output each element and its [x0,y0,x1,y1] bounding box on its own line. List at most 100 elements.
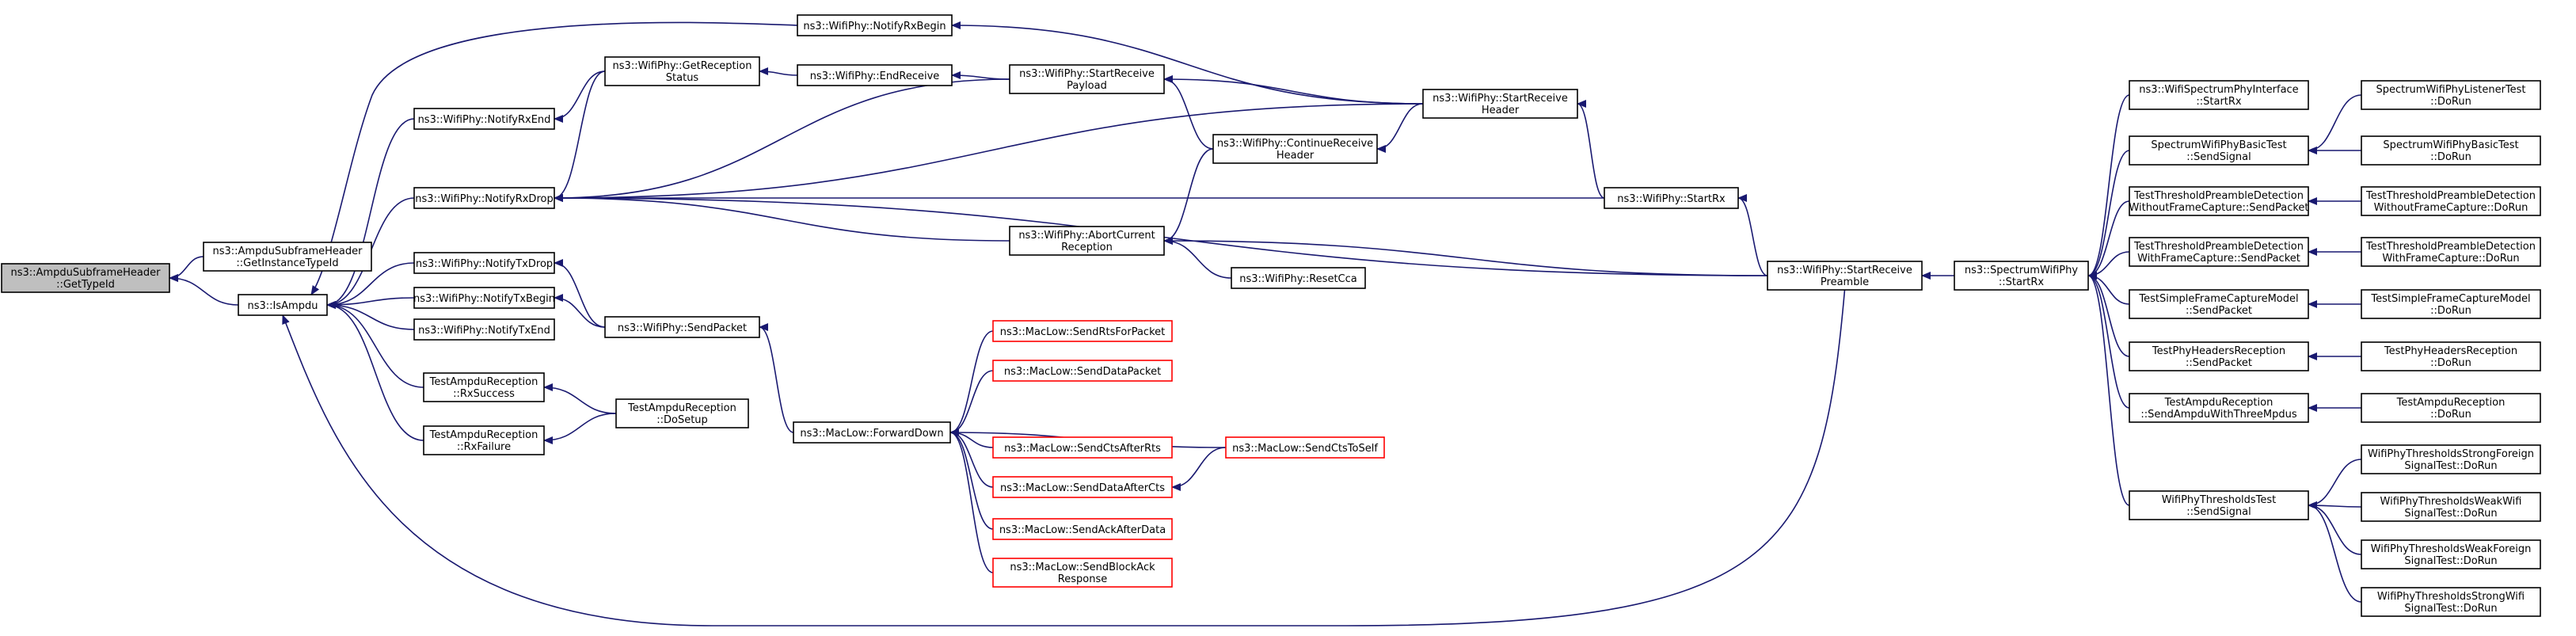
graph-node[interactable]: ns3::WifiPhy::EndReceive [797,64,953,86]
node-box [1422,89,1578,119]
graph-node[interactable]: ns3::WifiPhy::NotifyTxEnd [413,318,555,341]
node-label: TestAmpduReception [627,402,736,414]
graph-node[interactable]: ns3::IsAmpdu [238,294,328,316]
graph-node[interactable]: ns3::MacLow::SendDataPacket [992,360,1173,382]
node-box [2361,80,2541,110]
node-label: ::DoRun [2430,357,2471,369]
graph-node[interactable]: ns3::MacLow::SendCtsToSelf [1225,436,1385,459]
edge-n15-to-n14 [1376,103,1424,153]
graph-node[interactable]: WifiPhyThresholdsTest::SendSignal [2129,490,2309,520]
graph-node[interactable]: ns3::MacLow::SendAckAfterData [992,518,1173,540]
graph-node[interactable]: ns3::WifiPhy::NotifyTxDrop [413,252,555,274]
node-label: ns3::WifiPhy::NotifyRxEnd [418,114,551,126]
node-box [1954,261,2089,291]
edge-n28-to-n22 [949,428,994,530]
graph-node[interactable]: TestPhyHeadersReception::SendPacket [2129,341,2309,371]
graph-node[interactable]: TestAmpduReception::RxFailure [423,425,545,455]
graph-node[interactable]: TestThresholdPreambleDetectionWithoutFra… [2129,186,2309,216]
graph-node[interactable]: SpectrumWifiPhyBasicTest::SendSignal [2129,135,2309,166]
graph-node[interactable]: TestSimpleFrameCaptureModel::SendPacket [2129,289,2309,319]
node-label: ns3::MacLow::ForwardDown [800,428,943,440]
graph-node[interactable]: ns3::WifiSpectrumPhyInterface::StartRx [2129,80,2309,110]
graph-node[interactable]: TestAmpduReception::SendAmpduWithThreeMp… [2129,393,2309,423]
node-label: ns3::MacLow::SendAckAfterData [999,524,1166,536]
node-box [413,287,555,309]
node-box [1009,226,1165,256]
graph-node[interactable]: ns3::MacLow::ForwardDown [793,421,951,444]
node-label: ns3::WifiPhy::ResetCca [1239,273,1357,285]
graph-node[interactable]: ns3::WifiPhy::NotifyTxBegin [413,287,555,309]
graph-node[interactable]: ns3::MacLow::SendDataAfterCts [992,476,1173,498]
node-label: SignalTest::DoRun [2404,460,2497,472]
graph-node[interactable]: TestThresholdPreambleDetectionWithFrameC… [2129,237,2309,267]
graph-node[interactable]: ns3::AmpduSubframeHeader::GetInstanceTyp… [203,242,372,272]
node-label: TestAmpduReception [2396,397,2506,409]
node-label: ns3::AmpduSubframeHeader [11,267,162,279]
edge-n20-to-n5 [554,259,606,328]
edge-n13-to-n12 [951,71,1010,80]
node-box [1,263,170,293]
node-label: ns3::WifiPhy::AbortCurrent [1018,230,1155,242]
node-label: ns3::WifiPhy::SendPacket [618,322,747,334]
edge-n12-to-n10 [759,67,798,76]
node-label: ns3::WifiPhy::StartReceive [1433,93,1568,105]
node-box [2361,444,2541,474]
node-label: SpectrumWifiPhyListenerTest [2376,84,2525,96]
graph-node[interactable]: TestThresholdPreambleDetectionWithoutFra… [2361,186,2541,216]
node-label: TestSimpleFrameCaptureModel [2138,293,2298,305]
node-label: ::StartRx [1999,276,2045,288]
node-box [615,398,749,428]
node-box [2361,186,2541,216]
edge-n10-to-n3 [554,70,606,123]
graph-node[interactable]: TestThresholdPreambleDetectionWithFrameC… [2361,237,2541,267]
graph-node[interactable]: TestAmpduReception::DoSetup [615,398,749,428]
node-label: Status [666,72,699,84]
graph-node[interactable]: ns3::WifiPhy::SendPacket [604,316,760,338]
graph-node[interactable]: ns3::SpectrumWifiPhy::StartRx [1954,261,2089,291]
graph-node[interactable]: TestAmpduReception::DoRun [2361,393,2541,423]
graph-node[interactable]: WifiPhyThresholdsWeakWifiSignalTest::DoR… [2361,492,2541,522]
graph-node[interactable]: ns3::MacLow::SendCtsAfterRts [992,436,1173,459]
graph-node[interactable]: ns3::MacLow::SendRtsForPacket [992,320,1173,342]
node-label: ::DoRun [2430,96,2471,108]
node-box [2129,289,2309,319]
node-label: ::SendSignal [2186,151,2251,163]
node-label: TestAmpduReception [429,429,538,441]
node-box [2361,587,2541,617]
graph-node[interactable]: TestPhyHeadersReception::DoRun [2361,341,2541,371]
graph-node[interactable]: TestAmpduReception::RxSuccess [423,372,545,402]
graph-node[interactable]: ns3::WifiPhy::NotifyRxDrop [413,187,555,209]
node-label: Reception [1061,242,1113,253]
node-box [203,242,372,272]
node-label: ns3::WifiPhy::ContinueReceive [1217,138,1373,150]
node-box [2129,135,2309,166]
graph-node[interactable]: SpectrumWifiPhyListenerTest::DoRun [2361,80,2541,110]
node-label: TestPhyHeadersReception [2384,345,2517,357]
node-box [2361,393,2541,423]
node-label: ns3::SpectrumWifiPhy [1965,265,2078,276]
edge-n7-to-n2 [326,301,415,330]
graph-node[interactable]: ns3::WifiPhy::NotifyRxBegin [797,14,953,36]
graph-node[interactable]: ns3::WifiPhy::NotifyRxEnd [413,108,555,130]
edge-n11-to-n2 [310,21,798,295]
graph-node[interactable]: WifiPhyThresholdsStrongWifiSignalTest::D… [2361,587,2541,617]
graph-node[interactable]: ns3::WifiPhy::StartRx [1604,187,1739,209]
graph-node[interactable]: ns3::WifiPhy::ResetCca [1231,267,1366,289]
graph-node[interactable]: WifiPhyThresholdsWeakForeignSignalTest::… [2361,539,2541,569]
node-label: SignalTest::DoRun [2404,508,2497,520]
node-box [2361,341,2541,371]
node-label: WithoutFrameCapture::DoRun [2374,202,2528,214]
graph-node[interactable]: SpectrumWifiPhyBasicTest::DoRun [2361,135,2541,166]
node-label: ns3::WifiPhy::EndReceive [810,70,940,82]
edge-n13-to-n4 [554,78,1010,202]
edge-n14-to-n17 [1163,148,1214,245]
graph-node[interactable]: WifiPhyThresholdsStrongForeignSignalTest… [2361,444,2541,474]
graph-node[interactable]: TestSimpleFrameCaptureModel::DoRun [2361,289,2541,319]
